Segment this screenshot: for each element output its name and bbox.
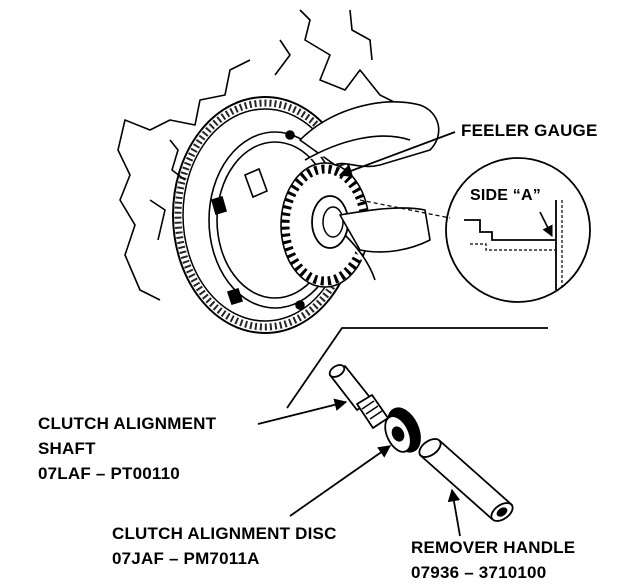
alignment-shaft-leader: [257, 398, 348, 425]
remover-handle-leader: [447, 488, 461, 537]
exploded-view-bracket: [286, 327, 548, 409]
clutch-alignment-shaft: [328, 364, 389, 429]
side-a-label: SIDE “A”: [470, 187, 541, 204]
detail-connector: [359, 199, 451, 219]
alignment-disc-label: CLUTCH ALIGNMENT DISC: [112, 524, 337, 543]
alignment-shaft-label: CLUTCH ALIGNMENT: [38, 414, 217, 433]
remover-handle-part-number: 07936 – 3710100: [411, 563, 547, 582]
alignment-disc-leader: [289, 445, 392, 517]
alignment-shaft-part-number: 07LAF – PT00110: [38, 464, 180, 483]
side-a-detail: [445, 157, 591, 303]
feeler-gauge-leader: [338, 131, 456, 177]
remover-handle: [418, 438, 514, 522]
engine-block-outline: [117, 9, 401, 301]
clutch-alignment-disc: [384, 407, 421, 453]
remover-handle-label: REMOVER HANDLE: [411, 538, 576, 557]
feeler-gauge-label: FEELER GAUGE: [461, 121, 598, 140]
alignment-disc-part-number: 07JAF – PM7011A: [112, 549, 260, 568]
alignment-shaft-label-line2: SHAFT: [38, 439, 96, 458]
